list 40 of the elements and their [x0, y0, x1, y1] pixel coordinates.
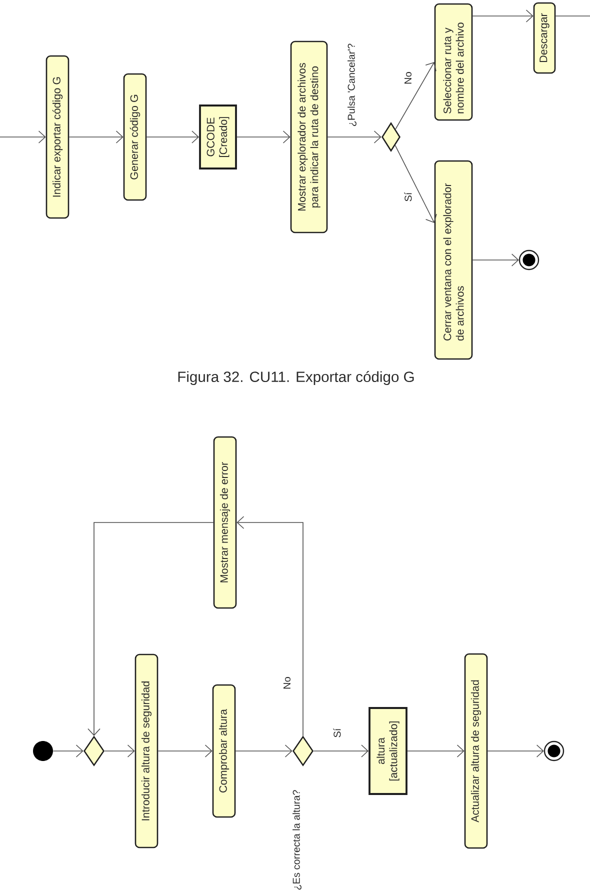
- edge-label: No: [282, 676, 292, 690]
- action-box: Comprobar altura: [212, 684, 236, 818]
- arrow: [313, 744, 369, 758]
- action-box: Seleccionar ruta y nombre del archivo: [434, 3, 473, 121]
- arrow: [236, 516, 304, 736]
- initial-node: [33, 741, 53, 761]
- arrow: [394, 144, 437, 223]
- object-box: GCODE [Creado]: [199, 104, 237, 170]
- arrow: [146, 130, 200, 144]
- arrow: [0, 130, 46, 144]
- arrow: [158, 744, 212, 758]
- caption: Figura 32. CU11. Exportar código G: [178, 371, 414, 385]
- arrow: [235, 744, 292, 758]
- condition-label: ¿Pulsa 'Cancelar'?: [348, 44, 356, 126]
- action-box: Indicar exportar código G: [46, 55, 70, 219]
- arrow: [472, 10, 534, 22]
- action-box: Introducir altura de seguridad: [134, 654, 158, 848]
- object-box: altura [actualizado]: [368, 707, 408, 795]
- arrow: [104, 744, 135, 758]
- edge-label: Sí: [403, 191, 413, 203]
- arrow: [88, 522, 214, 736]
- arrow: [236, 130, 290, 144]
- arrow: [52, 744, 84, 758]
- arrow: [395, 62, 436, 130]
- action-box: Cerrar ventana con el explorador de archivos: [434, 160, 473, 360]
- edge-label: Sí: [332, 727, 342, 739]
- action-box: Mostrar mensaje de error: [213, 436, 237, 609]
- action-box: Mostrar explorador de archivos para indicar la ruta de destino: [290, 40, 328, 234]
- action-box: Descargar: [533, 2, 556, 74]
- arrow: [68, 130, 124, 144]
- action-box: Generar código G: [123, 73, 147, 201]
- final-node: [518, 250, 540, 270]
- condition-label: ¿Es correcta la altura?: [292, 790, 302, 890]
- arrow: [407, 744, 464, 758]
- edge-label: No: [404, 70, 412, 86]
- arrow: [487, 744, 544, 758]
- action-box: Actualizar altura de seguridad: [464, 653, 488, 849]
- arrow: [327, 130, 382, 144]
- final-node: [544, 740, 564, 762]
- arrow: [472, 254, 519, 266]
